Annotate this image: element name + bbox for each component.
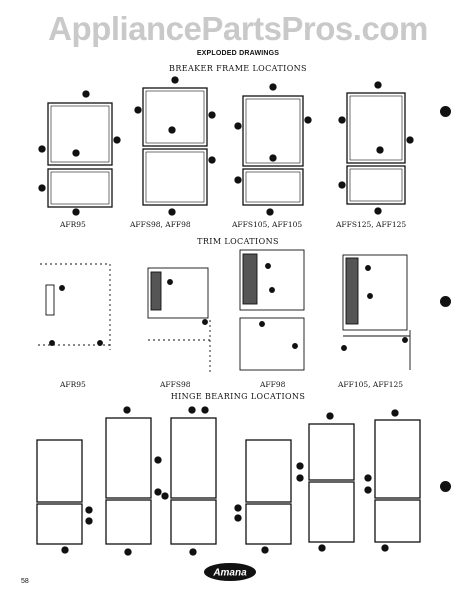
breaker-caption-1: AFR95: [60, 220, 86, 229]
breaker-frame-afr95: [38, 90, 121, 216]
trim-caption-2: AFFS98: [160, 380, 191, 389]
trim-caption-3: AFF98: [260, 380, 286, 389]
page-number: 58: [21, 578, 29, 585]
trim-affs98: [147, 267, 211, 372]
trim-aff98: [239, 249, 305, 371]
binder-hole-top: [440, 106, 451, 117]
hinge-drawing-2: [105, 406, 162, 556]
breaker-caption-3: AFFS105, AFF105: [232, 220, 303, 229]
breaker-frame-affs125: [338, 81, 414, 215]
trim-aff105: [341, 254, 411, 370]
logo-text: Amana: [212, 568, 247, 579]
trim-afr95: [38, 263, 111, 350]
hinge-section-title: HINGE BEARING LOCATIONS: [170, 392, 306, 401]
binder-hole-middle: [440, 296, 451, 307]
doc-title: EXPLODED DRAWINGS: [196, 50, 280, 57]
hinge-drawing-5: [296, 412, 355, 552]
trim-caption-1: AFR95: [60, 380, 86, 389]
breaker-section-title: BREAKER FRAME LOCATIONS: [169, 64, 307, 73]
hinge-drawing-4: [234, 439, 292, 554]
watermark: AppliancePartsPros.com: [48, 10, 428, 47]
binder-hole-bottom: [440, 481, 451, 492]
hinge-drawing-6: [364, 409, 421, 552]
breaker-caption-4: AFFS125, AFF125: [336, 220, 407, 229]
hinge-drawing-3: [161, 406, 217, 556]
trim-caption-4: AFF105, AFF125: [338, 380, 404, 389]
breaker-frame-affs98: [134, 76, 216, 216]
amana-logo: Amana: [203, 562, 257, 582]
hinge-drawing-1: [36, 439, 93, 554]
breaker-frame-affs105: [234, 83, 312, 216]
breaker-caption-2: AFFS98, AFF98: [130, 220, 191, 229]
trim-section-title: TRIM LOCATIONS: [197, 237, 279, 246]
